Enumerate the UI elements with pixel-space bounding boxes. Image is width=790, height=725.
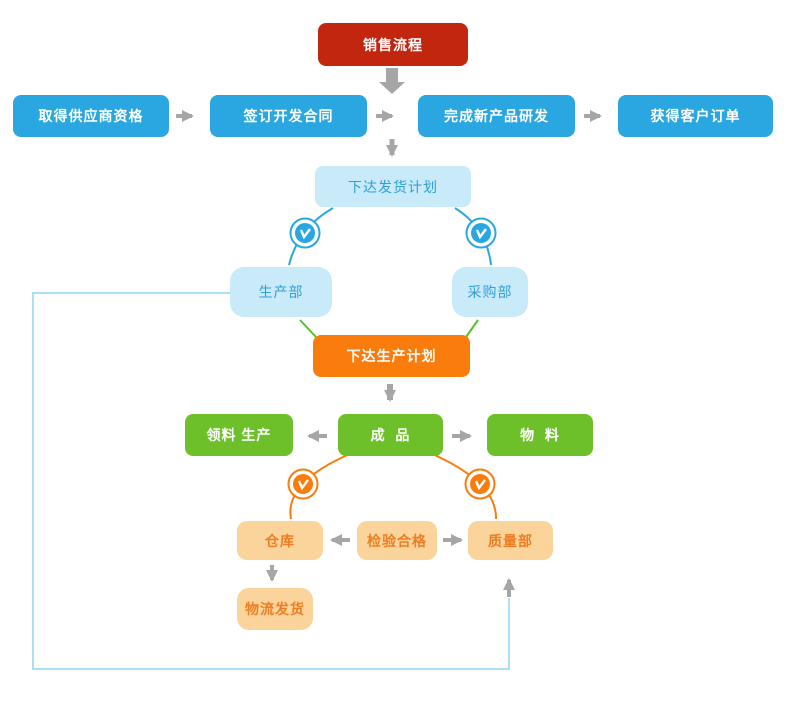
node-quality-dept: 质量部 [468,521,553,560]
line-purchasing-dept-to-plan [465,319,479,338]
line-production-dept-to-plan [299,319,317,338]
clock-icon [465,217,497,249]
node-materials: 物 料 [487,414,593,456]
node-development-contract: 签订开发合同 [210,95,367,137]
node-picking-production: 领料 生产 [185,414,293,456]
feedback-loop-line [32,292,510,670]
node-inspection-pass: 检验合格 [357,521,437,560]
node-warehouse: 仓库 [237,521,323,560]
clock-icon [287,468,319,500]
node-supplier-qualification: 取得供应商资格 [13,95,169,137]
node-finished-goods: 成 品 [338,414,443,456]
node-logistics-shipping: 物流发货 [237,588,313,630]
node-customer-order: 获得客户订单 [618,95,773,137]
node-production-plan: 下达生产计划 [313,335,470,377]
arrow-down-sales-process [379,68,405,94]
node-production-dept: 生产部 [230,267,332,317]
node-shipping-plan: 下达发货计划 [315,166,471,207]
node-sales-process: 销售流程 [318,23,468,66]
node-new-product-rd: 完成新产品研发 [418,95,575,137]
clock-icon [464,468,496,500]
node-purchasing-dept: 采购部 [452,267,528,317]
clock-icon [289,217,321,249]
